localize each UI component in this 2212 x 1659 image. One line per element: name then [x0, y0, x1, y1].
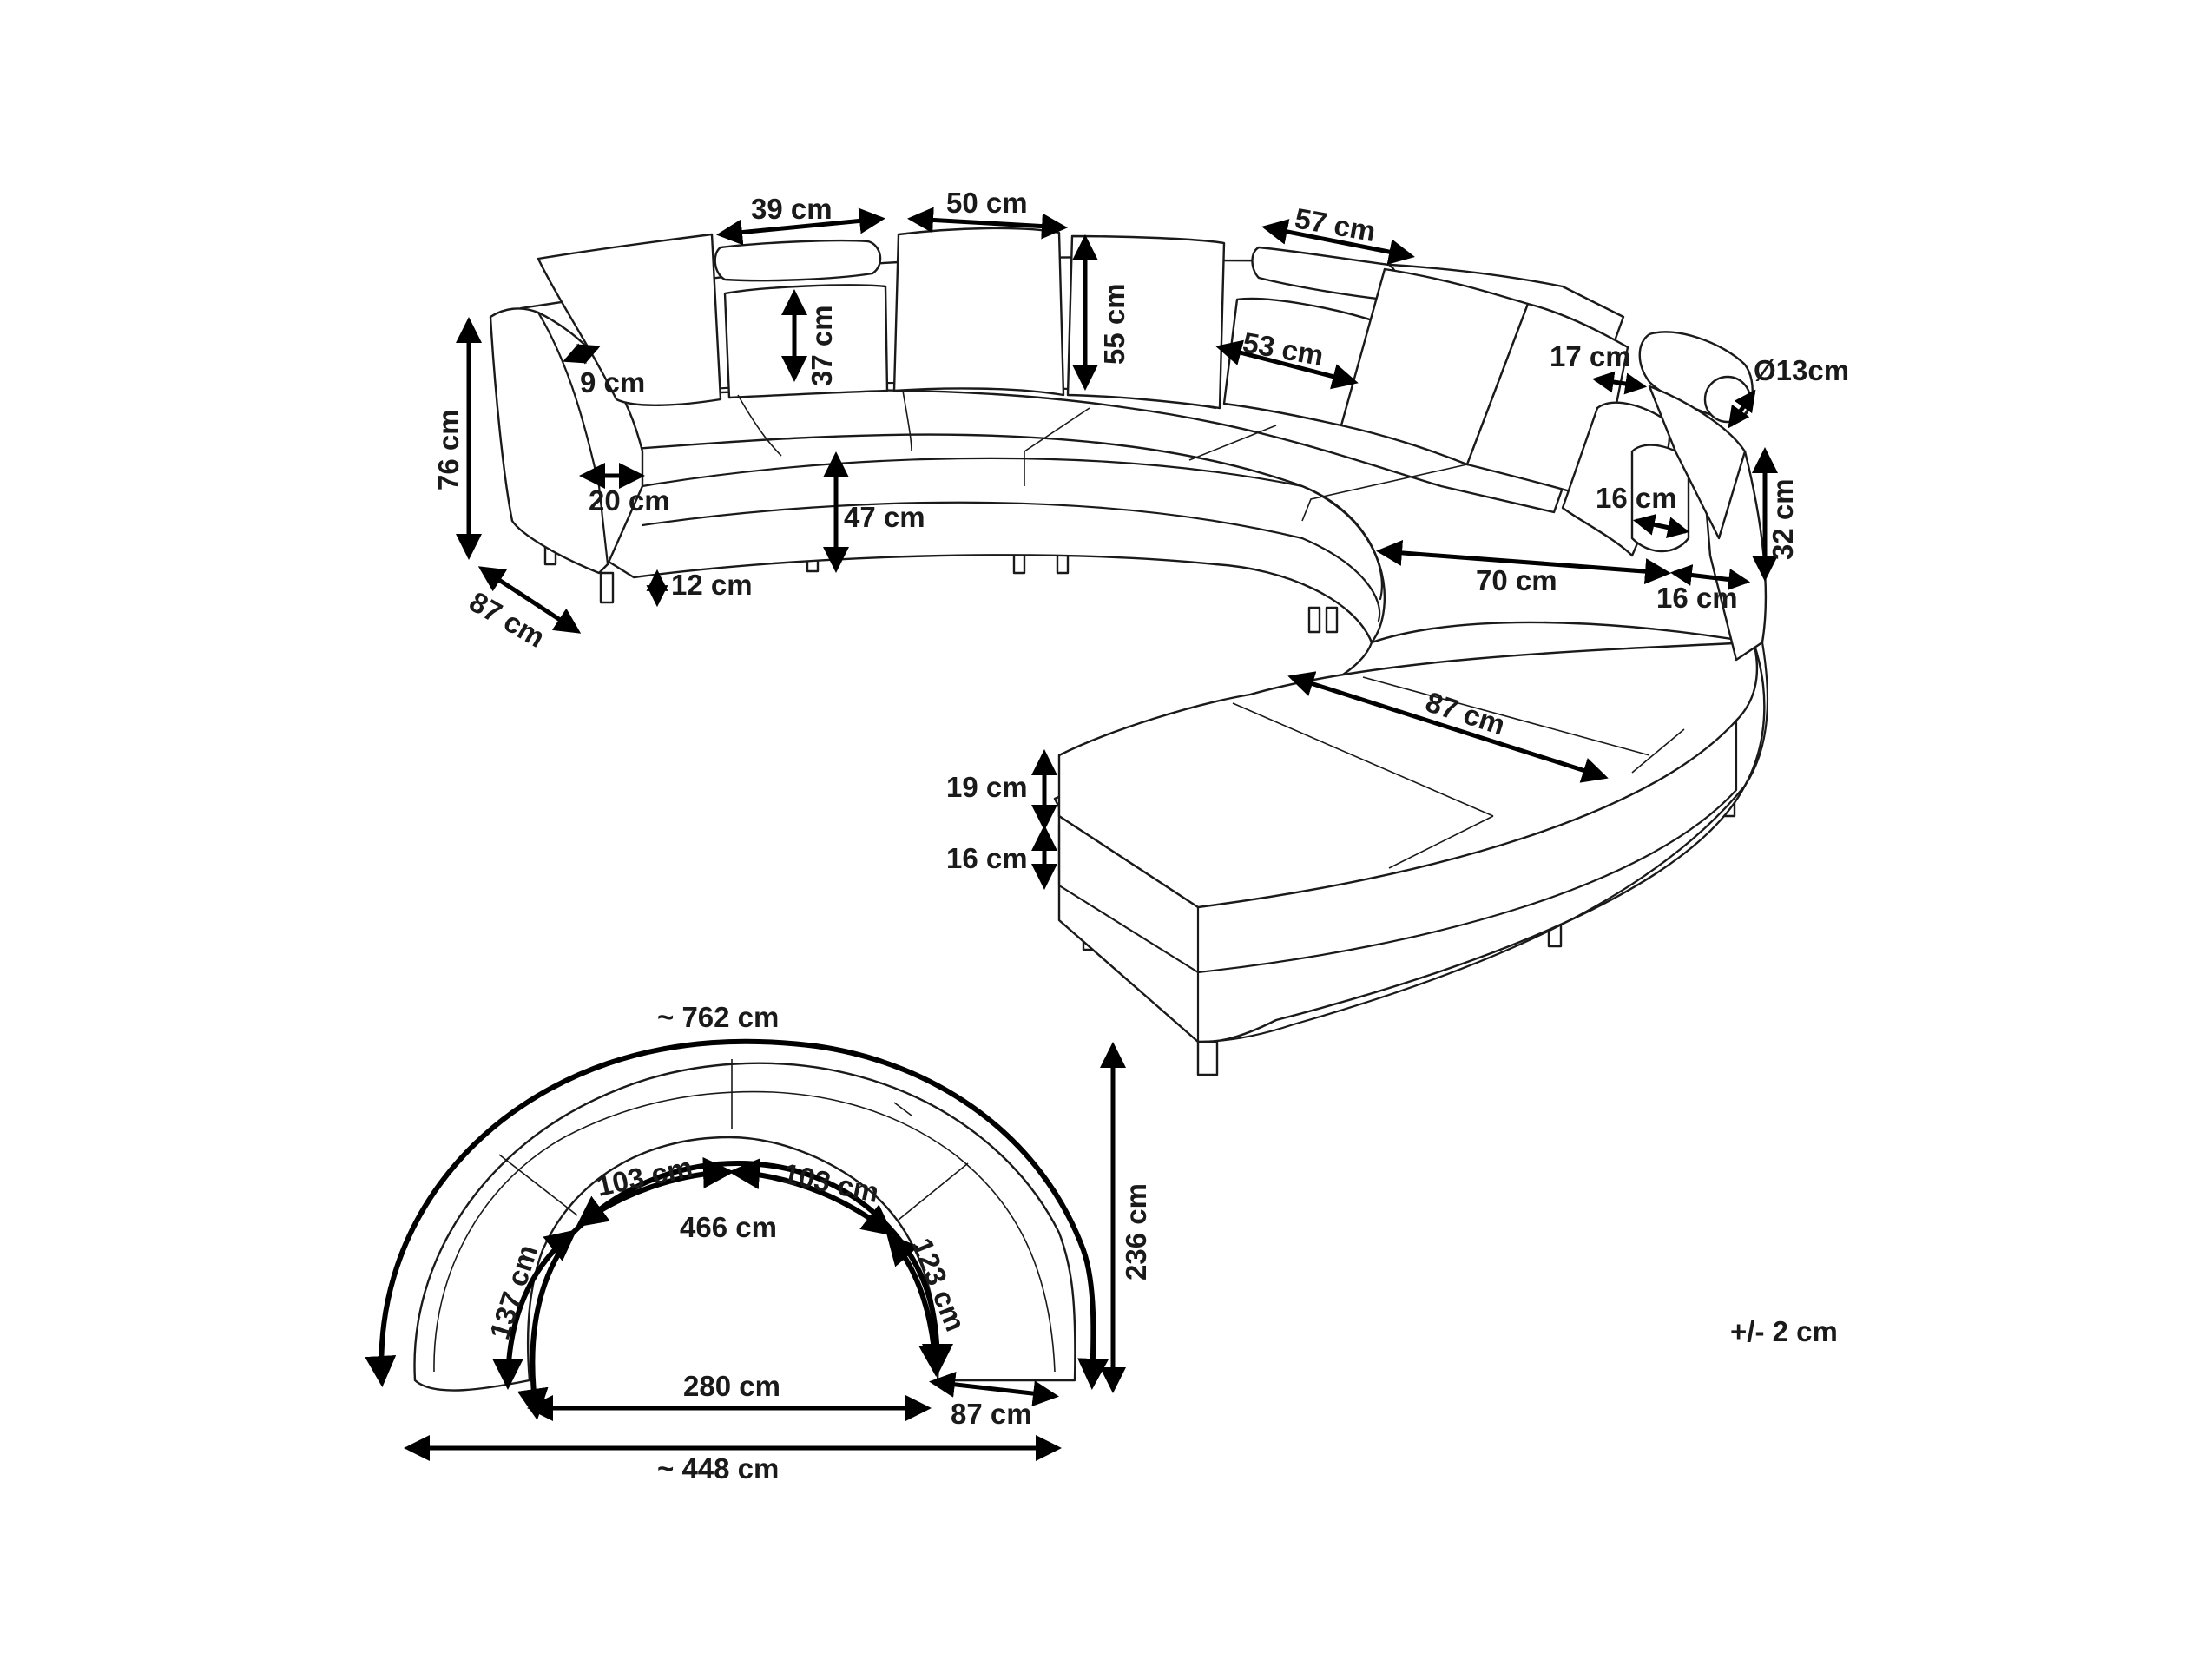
label-inner-width: 280 cm: [683, 1370, 780, 1402]
label-bolster-diameter: Ø13cm: [1754, 354, 1849, 386]
back-cushion-1: [537, 233, 722, 406]
label-headrest-width-2: 57 cm: [1293, 201, 1379, 247]
label-arm-height: 32 cm: [1767, 478, 1799, 560]
label-arm-width: 16 cm: [1656, 582, 1738, 614]
label-seat-depth: 70 cm: [1476, 564, 1557, 596]
label-headrest-height: 37 cm: [806, 305, 838, 386]
label-outer-arc: ~ 762 cm: [657, 1001, 779, 1033]
label-end-depth: 87 cm: [951, 1398, 1032, 1430]
dimension-arrows: [365, 207, 1778, 1461]
label-pillow-width: 17 cm: [1550, 340, 1631, 372]
label-back-cushion-height: 55 cm: [1098, 283, 1130, 365]
label-overall-depth: 236 cm: [1120, 1183, 1152, 1280]
label-overall-width: ~ 448 cm: [657, 1452, 779, 1485]
label-armrest-inner: 9 cm: [580, 366, 645, 398]
label-headrest-width: 39 cm: [751, 193, 833, 225]
label-depth: 87 cm: [464, 585, 551, 654]
back-cushion-3: [1066, 234, 1226, 410]
label-cushion-height: 19 cm: [946, 771, 1028, 803]
label-overall-height: 76 cm: [432, 409, 464, 490]
label-tolerance: +/- 2 cm: [1730, 1315, 1838, 1347]
label-leg-height: 12 cm: [671, 569, 753, 601]
headrest-1: [714, 239, 882, 282]
label-armrest-width: 20 cm: [589, 484, 670, 517]
label-seat-height: 47 cm: [844, 501, 925, 533]
label-base-height: 16 cm: [946, 842, 1028, 874]
back-cushion-2: [892, 227, 1065, 397]
label-back-cushion-width: 50 cm: [946, 187, 1028, 219]
label-pillow-depth: 16 cm: [1596, 482, 1677, 514]
label-inner-arc-total: 466 cm: [680, 1211, 777, 1243]
